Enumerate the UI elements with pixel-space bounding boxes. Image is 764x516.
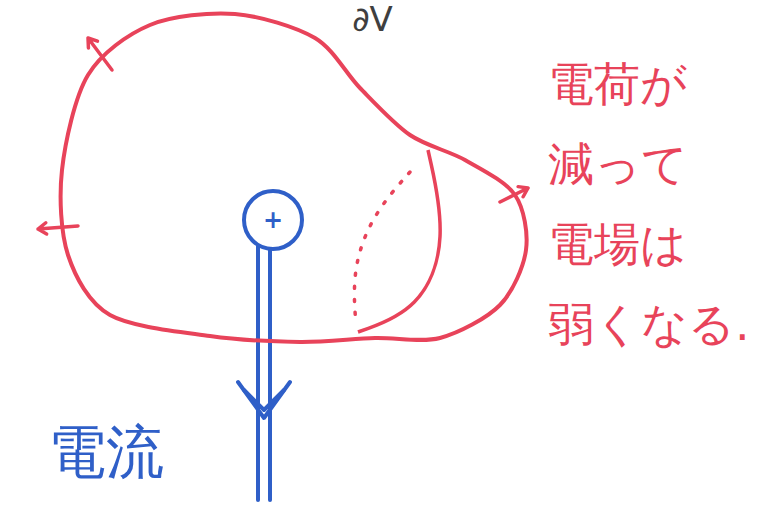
charge-bubble: + [242,189,304,251]
wire-line [268,230,272,500]
cross-section [358,150,440,332]
normal-arrow [38,223,78,234]
cross-section-hidden [354,172,410,325]
wire-line [256,230,260,500]
normal-arrow [88,38,112,70]
bubble-circle [244,191,302,249]
current-label: 電流 [48,412,208,492]
normal-arrow [500,187,528,202]
surface-outline [20,0,560,370]
surface-name: ∂V [352,2,393,36]
current-arrow [244,390,284,410]
charge-sign: + [263,208,283,232]
note-text: 電荷が 減って 電場は 弱くなる. [548,44,760,364]
current-arrow [238,382,290,418]
surface-boundary [61,14,527,343]
closed-surface: ∂V + [20,0,560,370]
